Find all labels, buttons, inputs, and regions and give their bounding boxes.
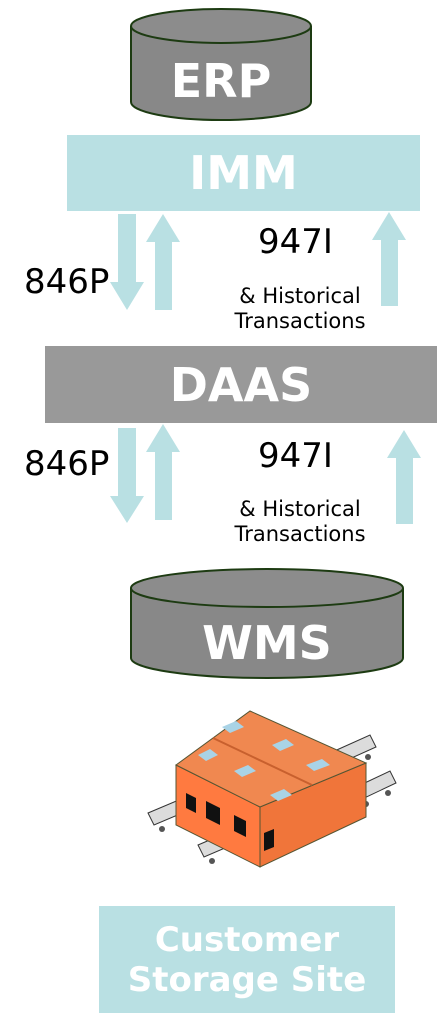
- up-arrow-icon: [146, 214, 180, 310]
- lower-846p-label: 846P: [24, 444, 110, 484]
- wms-cylinder-icon: [130, 568, 404, 679]
- lower-note-line1: & Historical: [239, 497, 361, 521]
- lower-947i-label: 947I: [258, 436, 333, 476]
- erp-cylinder-icon: [130, 8, 312, 121]
- up-arrow-icon: [146, 424, 180, 520]
- up-arrow-icon: [372, 212, 406, 306]
- site-line1: Customer: [154, 919, 340, 960]
- up-arrow-icon: [387, 430, 421, 524]
- upper-note-line2: Transactions: [234, 309, 366, 333]
- upper-note-line1: & Historical: [239, 284, 361, 308]
- down-arrow-icon: [110, 428, 144, 523]
- upper-historical-note: & Historical Transactions: [222, 284, 378, 334]
- imm-box: IMM: [67, 135, 420, 211]
- down-arrow-icon: [110, 214, 144, 310]
- customer-storage-site-box: Customer Storage Site: [99, 906, 395, 1013]
- warehouse-icon: [147, 710, 397, 868]
- wms-database: WMS: [128, 566, 406, 682]
- site-line2: Storage Site: [127, 959, 367, 1000]
- upper-947i-label: 947I: [258, 222, 333, 262]
- lower-historical-note: & Historical Transactions: [222, 497, 378, 547]
- lower-flow-arrows: [110, 424, 421, 524]
- erp-database: ERP: [128, 6, 314, 122]
- erp-label: ERP: [170, 54, 272, 108]
- upper-846p-label: 846P: [24, 262, 110, 302]
- daas-box: DAAS: [45, 346, 437, 423]
- wms-label: WMS: [202, 616, 332, 670]
- imm-label: IMM: [189, 146, 298, 200]
- lower-note-line2: Transactions: [234, 522, 366, 546]
- upper-flow-arrows: [110, 212, 406, 310]
- daas-label: DAAS: [169, 357, 313, 412]
